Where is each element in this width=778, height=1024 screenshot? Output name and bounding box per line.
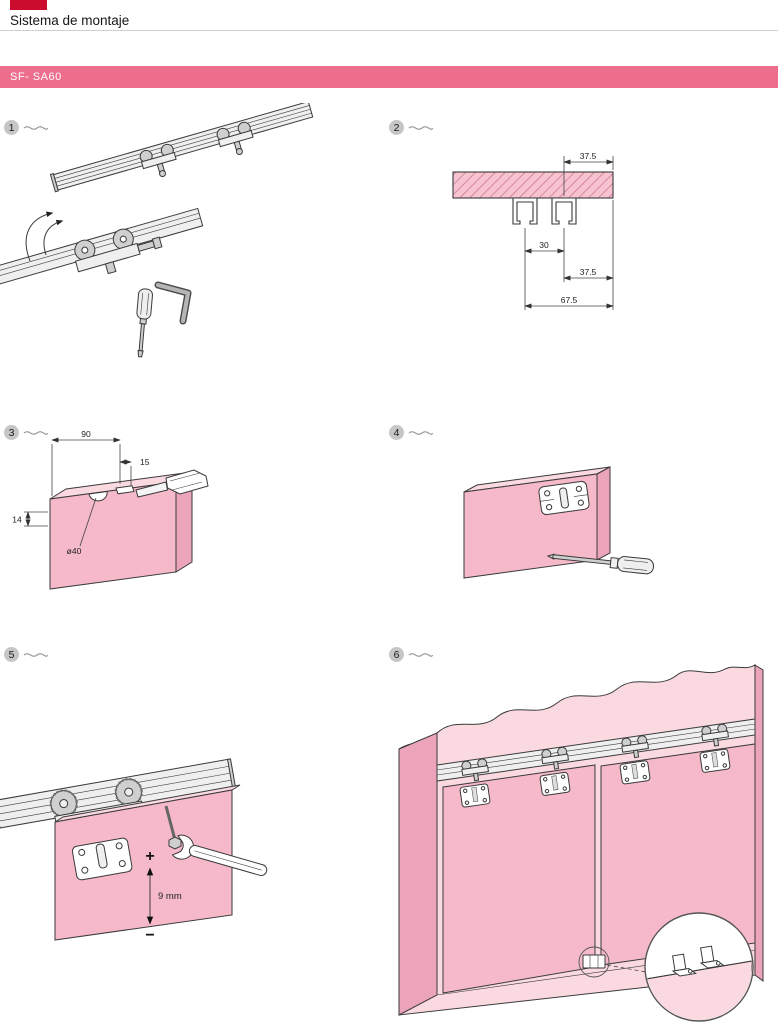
track-profiles bbox=[512, 197, 577, 225]
drilled-hole bbox=[88, 490, 108, 502]
allen-key bbox=[154, 281, 192, 325]
roller-carriage bbox=[541, 746, 570, 770]
ceiling-panel bbox=[452, 171, 614, 199]
brand-logo bbox=[10, 0, 47, 10]
mounting-plate bbox=[538, 480, 590, 516]
lower-track bbox=[0, 207, 204, 286]
step-marker-1: 1 bbox=[4, 120, 49, 135]
step-dash-icon bbox=[23, 652, 49, 657]
dim-door-edge-depth: 14 bbox=[12, 515, 22, 525]
guide-clip bbox=[699, 945, 725, 969]
guide-clip bbox=[671, 953, 697, 977]
step-dash-icon bbox=[408, 652, 434, 657]
side-panel bbox=[398, 732, 438, 1016]
adjust-minus-label: − bbox=[145, 927, 154, 943]
chisel bbox=[135, 469, 209, 498]
wrench bbox=[171, 834, 268, 877]
figure-step5-height-adjustment: + 9 mm − bbox=[0, 758, 268, 943]
roller-carriage bbox=[216, 121, 254, 156]
dim-hole-diameter: ø40 bbox=[67, 546, 82, 556]
insert-arrow bbox=[43, 219, 64, 256]
detail-view-floor-guide bbox=[646, 945, 752, 1020]
roller-carriage bbox=[139, 143, 177, 178]
roller-carriage bbox=[701, 723, 730, 747]
step-dash-icon bbox=[23, 430, 49, 435]
mounting-plate bbox=[619, 760, 651, 785]
roller-carriage bbox=[621, 735, 650, 759]
step-number-2: 2 bbox=[389, 120, 404, 135]
dim-door-edge-offset: 15 bbox=[140, 457, 150, 467]
step-marker-2: 2 bbox=[389, 120, 434, 135]
dimension-lines: 37.5 30 37.5 67.5 bbox=[524, 151, 614, 310]
figure-step2-ceiling-dimensions: 37.5 30 37.5 67.5 bbox=[452, 151, 614, 310]
dim-ceiling-offset-top: 37.5 bbox=[580, 151, 597, 161]
step-marker-3: 3 bbox=[4, 425, 49, 440]
dimension-lines: 90 15 14 ø40 bbox=[12, 429, 149, 556]
step-number-6: 6 bbox=[389, 647, 404, 662]
step-marker-6: 6 bbox=[389, 647, 434, 662]
dim-ceiling-offset-mid: 37.5 bbox=[580, 267, 597, 277]
door-right bbox=[600, 743, 756, 966]
upper-track bbox=[49, 103, 314, 193]
right-edge bbox=[754, 664, 764, 982]
model-label: SF- SA60 bbox=[10, 71, 62, 83]
step-number-3: 3 bbox=[4, 425, 19, 440]
floor-guide bbox=[578, 946, 610, 978]
step-dash-icon bbox=[408, 125, 434, 130]
page-title: Sistema de montaje bbox=[10, 13, 130, 28]
figure-step3-door-drilling: 90 15 14 ø40 bbox=[12, 429, 209, 590]
dim-door-edge-width: 90 bbox=[81, 429, 91, 439]
step-number-5: 5 bbox=[4, 647, 19, 662]
mounting-plate bbox=[459, 783, 491, 808]
screwdriver bbox=[136, 288, 153, 358]
dim-ceiling-total: 67.5 bbox=[561, 295, 578, 305]
mounting-plate bbox=[539, 771, 571, 796]
step-number-4: 4 bbox=[389, 425, 404, 440]
figure-step1-track-insertion bbox=[0, 103, 314, 358]
mounting-plate bbox=[71, 837, 133, 881]
step-marker-5: 5 bbox=[4, 647, 49, 662]
insert-arrow bbox=[25, 211, 54, 262]
step-dash-icon bbox=[23, 125, 49, 130]
carriage-assembly bbox=[74, 228, 163, 275]
door-panel bbox=[49, 471, 193, 590]
adjust-indicator: + 9 mm − bbox=[145, 848, 182, 943]
chisel-slot bbox=[115, 485, 135, 495]
dim-track-spacing: 30 bbox=[539, 240, 549, 250]
adjust-range-label: 9 mm bbox=[158, 891, 182, 902]
figure-step4-mounting-plate bbox=[463, 466, 655, 579]
figure-step6-complete-assembly bbox=[398, 664, 764, 1022]
adjust-plus-label: + bbox=[145, 848, 154, 865]
mounting-plate bbox=[699, 748, 731, 773]
step-marker-4: 4 bbox=[389, 425, 434, 440]
roller-carriage bbox=[461, 758, 490, 782]
screwdriver bbox=[546, 553, 655, 575]
step-dash-icon bbox=[408, 430, 434, 435]
step-number-1: 1 bbox=[4, 120, 19, 135]
door-panel bbox=[54, 784, 241, 941]
model-banner: SF- SA60 bbox=[0, 66, 778, 88]
title-divider bbox=[0, 30, 778, 31]
